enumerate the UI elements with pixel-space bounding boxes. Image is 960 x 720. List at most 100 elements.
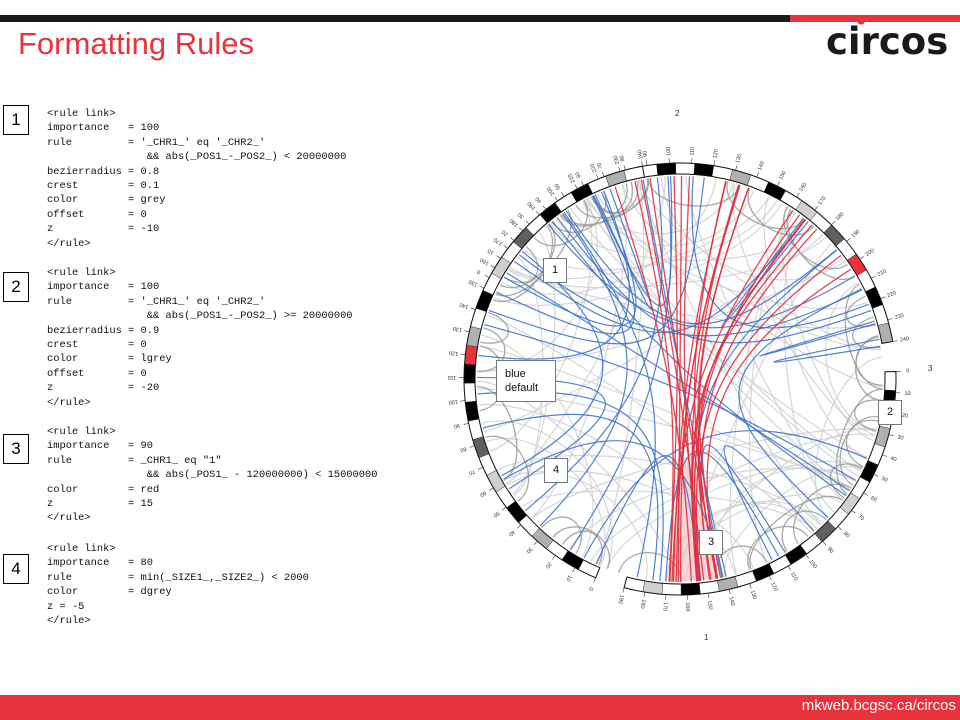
link-ribbon bbox=[814, 356, 882, 518]
tick-mark bbox=[871, 275, 876, 279]
tick-mark bbox=[622, 587, 625, 593]
tick-label: 30 bbox=[517, 211, 526, 220]
ideogram-band bbox=[661, 583, 682, 596]
tick-label: 40 bbox=[535, 196, 544, 205]
tick-mark bbox=[735, 165, 738, 171]
tick-mark bbox=[769, 575, 772, 581]
link-ribbon bbox=[723, 444, 815, 561]
tick-mark bbox=[888, 434, 894, 437]
tick-label: 40 bbox=[507, 528, 516, 537]
tick-mark bbox=[470, 307, 476, 310]
tick-label: 170 bbox=[493, 236, 504, 246]
link-ribbon bbox=[541, 516, 582, 554]
ideogram-chromosome-1 bbox=[463, 165, 645, 579]
ideogram-ring bbox=[463, 162, 897, 596]
tick-label: 180 bbox=[509, 217, 520, 228]
link-ribbon bbox=[738, 288, 863, 519]
link-ribbon bbox=[565, 210, 837, 325]
tick-mark bbox=[460, 353, 466, 355]
tick-label: 200 bbox=[546, 185, 556, 196]
tick-label: 10 bbox=[565, 574, 573, 582]
link-ribbon bbox=[492, 225, 554, 303]
tick-label: 90 bbox=[453, 422, 460, 429]
tick-label: 90 bbox=[642, 150, 649, 157]
link-ribbon bbox=[855, 336, 883, 387]
tick-mark bbox=[756, 172, 759, 178]
tick-mark bbox=[479, 285, 485, 289]
link-ribbon bbox=[521, 490, 816, 531]
tick-label: 50 bbox=[554, 182, 562, 190]
footer-url: mkweb.bcgsc.ca/circos bbox=[801, 697, 956, 714]
tick-mark bbox=[496, 255, 501, 259]
tick-mark bbox=[618, 166, 621, 172]
link-ribbon bbox=[551, 220, 847, 497]
tick-mark bbox=[535, 211, 540, 216]
tick-label: 170 bbox=[817, 196, 827, 207]
top-bar bbox=[0, 15, 960, 22]
link-ribbon bbox=[634, 180, 674, 582]
tick-mark bbox=[542, 205, 547, 210]
tick-label: 80 bbox=[842, 531, 851, 540]
tick-mark bbox=[641, 161, 643, 167]
link-ribbon bbox=[539, 213, 628, 527]
link-ribbon bbox=[691, 176, 869, 329]
tick-mark bbox=[892, 340, 898, 342]
link-ribbon bbox=[691, 218, 806, 582]
tick-label: 220 bbox=[590, 162, 599, 173]
tick-mark bbox=[464, 330, 470, 333]
tick-mark bbox=[707, 593, 710, 599]
tick-mark bbox=[882, 454, 888, 457]
tick-mark bbox=[873, 473, 879, 477]
link-ribbon bbox=[488, 177, 705, 345]
chromosome-label-3: 3 bbox=[928, 364, 933, 373]
tick-mark bbox=[831, 221, 836, 226]
link-ribbon bbox=[556, 217, 872, 344]
link-ribbon bbox=[783, 206, 848, 270]
tick-label: 90 bbox=[826, 546, 835, 555]
rule-code-2: <rule link> importance = 100 rule = '_CH… bbox=[47, 267, 353, 409]
tick-mark bbox=[837, 526, 842, 531]
link-ribbon bbox=[701, 444, 786, 578]
link-ribbon bbox=[852, 316, 881, 349]
link-ribbon bbox=[781, 510, 827, 552]
tick-mark bbox=[776, 181, 780, 187]
link-ribbon bbox=[668, 500, 824, 582]
tick-mark bbox=[503, 245, 508, 249]
tick-label: 10 bbox=[487, 247, 495, 255]
tick-mark bbox=[796, 192, 800, 198]
tick-mark bbox=[805, 554, 810, 559]
tick-label: 100 bbox=[666, 147, 672, 156]
page-title: Formatting Rules bbox=[18, 26, 255, 61]
tick-label: 80 bbox=[619, 155, 626, 162]
ideogram-band bbox=[680, 582, 701, 596]
top-bar-accent bbox=[790, 15, 960, 22]
tick-label: 110 bbox=[689, 147, 695, 156]
link-ribbon bbox=[569, 207, 859, 477]
tick-label: 190 bbox=[851, 229, 862, 239]
link-ribbon bbox=[482, 413, 659, 581]
tick-label: 20 bbox=[544, 561, 552, 569]
tick-label: 180 bbox=[639, 599, 646, 609]
tick-label: 130 bbox=[749, 590, 758, 601]
tick-mark bbox=[488, 487, 494, 491]
link-ribbon bbox=[583, 430, 868, 559]
link-ribbon bbox=[496, 195, 635, 335]
link-ribbon bbox=[479, 345, 850, 492]
tick-mark bbox=[501, 506, 507, 511]
tick-label: 190 bbox=[616, 594, 624, 604]
link-ribbon bbox=[561, 530, 603, 566]
tick-label: 0 bbox=[906, 368, 909, 374]
link-ribbon bbox=[614, 186, 693, 582]
tick-label: 160 bbox=[684, 602, 690, 611]
tick-mark bbox=[516, 524, 521, 529]
tick-label: 240 bbox=[900, 336, 910, 344]
tick-label: 190 bbox=[527, 200, 538, 211]
link-ribbon bbox=[478, 190, 630, 360]
link-ribbon bbox=[477, 386, 518, 481]
tick-mark bbox=[510, 237, 515, 241]
link-ribbon bbox=[672, 181, 727, 582]
tick-label: 130 bbox=[735, 154, 743, 164]
link-ribbon bbox=[485, 435, 530, 502]
link-ribbon bbox=[591, 195, 869, 310]
tick-label: 0 bbox=[587, 586, 594, 591]
